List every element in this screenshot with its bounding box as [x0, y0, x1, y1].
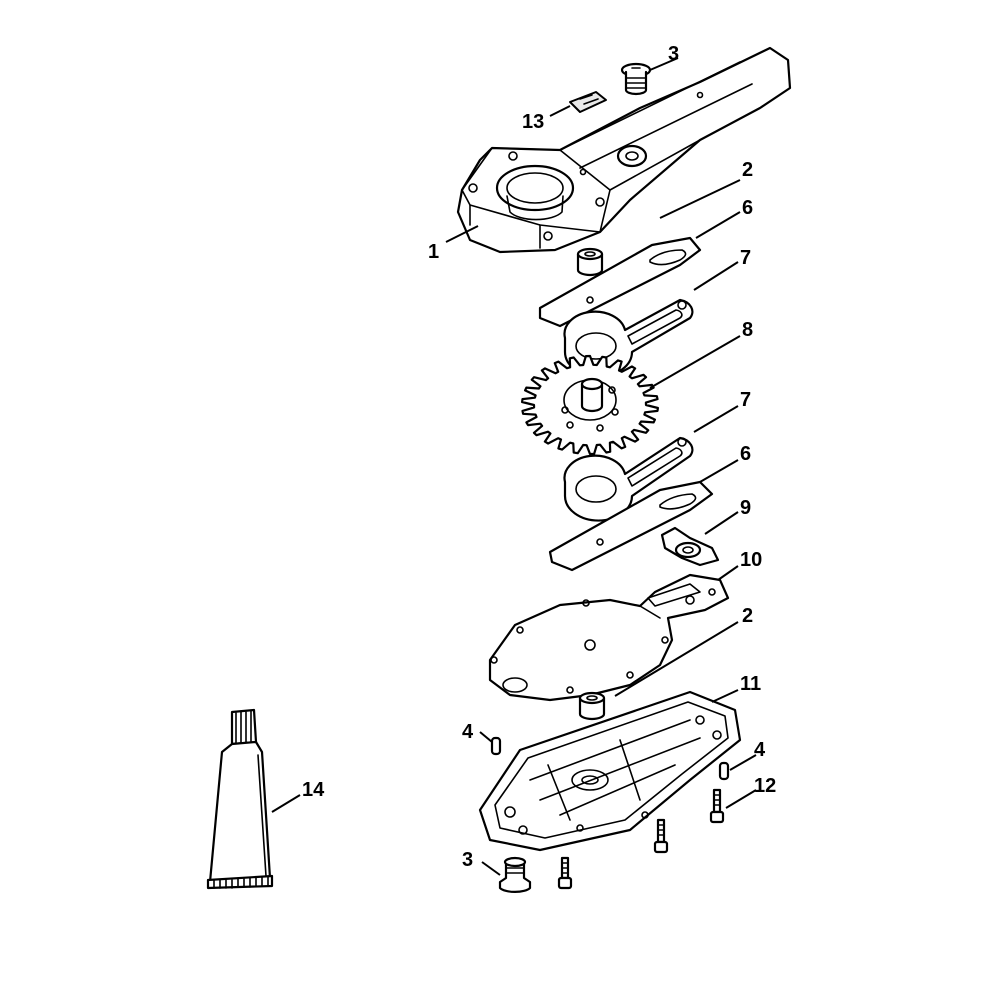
callout-9: 9 [740, 497, 751, 519]
callout-4-left: 4 [462, 721, 474, 743]
callout-1: 1 [428, 241, 439, 263]
callout-3-top: 3 [668, 43, 679, 65]
part-slide-plate-upper [538, 236, 702, 328]
callout-labels: 1 2 2 3 3 4 4 6 6 7 7 8 9 10 11 12 13 14 [302, 43, 776, 871]
part-gear-wheel [521, 354, 659, 456]
callout-6-lower: 6 [740, 443, 751, 465]
leader-lines [271, 57, 757, 876]
part-gear-housing [456, 46, 792, 254]
part-screw-bottom [557, 856, 573, 890]
part-dowel-pin-right [718, 761, 730, 781]
callout-4-right: 4 [754, 739, 766, 761]
part-sleeve-upper [576, 247, 604, 277]
callout-11: 11 [740, 673, 761, 695]
part-slide-plate-lower [548, 480, 714, 572]
callout-14: 14 [302, 779, 325, 801]
callout-10: 10 [740, 549, 762, 571]
callout-2-lower: 2 [742, 605, 753, 627]
callout-13: 13 [522, 111, 544, 133]
callout-6-upper: 6 [742, 197, 753, 219]
part-gasket [488, 573, 730, 702]
part-screw-plug-bottom [498, 856, 532, 894]
part-cover-plate [478, 690, 742, 852]
part-grease-tube [206, 708, 274, 890]
part-sleeve-lower [578, 691, 606, 721]
part-dowel-pin-left [490, 736, 502, 756]
callout-7-lower: 7 [740, 389, 751, 411]
part-connecting-rod-lower [563, 436, 694, 522]
callout-3-bottom: 3 [462, 849, 473, 871]
callout-12: 12 [754, 775, 776, 797]
part-screw-middle [653, 818, 669, 854]
callout-2-upper: 2 [742, 159, 753, 181]
part-screw-right [709, 788, 725, 824]
part-screw-plug-top [620, 62, 652, 96]
part-label-sticker [569, 91, 607, 113]
part-clip [660, 526, 720, 567]
callout-7-upper: 7 [740, 247, 751, 269]
callout-8: 8 [742, 319, 753, 341]
